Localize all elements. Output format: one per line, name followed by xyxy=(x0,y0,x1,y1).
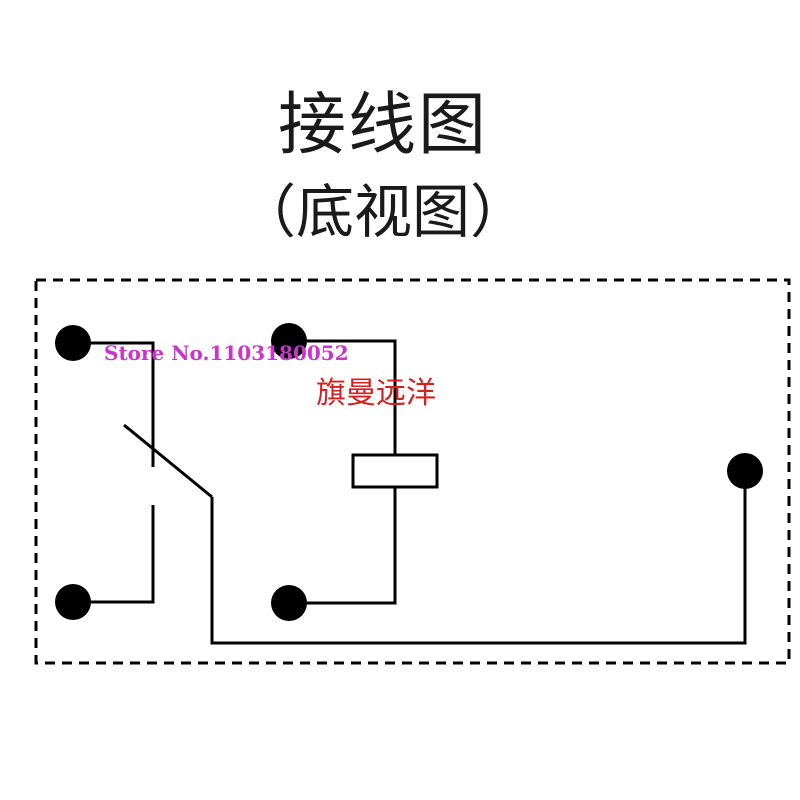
contact-lower-lead xyxy=(73,505,155,604)
contact-upper-lead xyxy=(73,341,155,467)
diagram-subtitle: （底视图） xyxy=(237,178,528,246)
common-lead xyxy=(210,471,747,645)
diagram-title: 接线图 xyxy=(277,86,488,165)
coil-upper-lead xyxy=(289,339,397,455)
switch-arm xyxy=(123,423,213,499)
coil-lower-lead xyxy=(289,487,397,605)
shop-name-watermark: 旗曼远洋 xyxy=(316,376,436,411)
relay-outline xyxy=(34,278,791,665)
coil xyxy=(351,453,439,489)
store-watermark: Store No.1103180052 xyxy=(104,341,349,365)
